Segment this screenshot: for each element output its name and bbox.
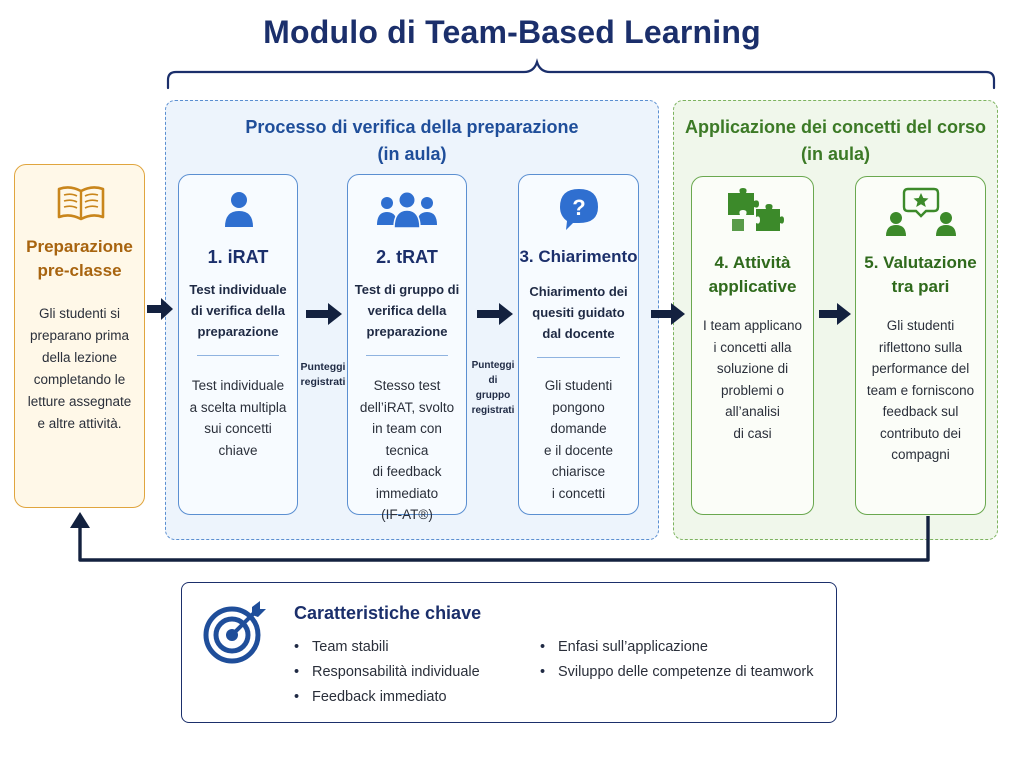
svg-text:?: ?: [572, 195, 585, 220]
step-irat-description: Test individuale a scelta multipla sui c…: [189, 378, 287, 458]
group-scores-recorded-label: Punteggi di gruppo registrati: [471, 360, 515, 416]
step-peer-evaluation-description: Gli studenti riflettono sulla performanc…: [866, 318, 975, 462]
readiness-region-title: Processo di verifica della preparazione …: [245, 117, 579, 164]
step-irat-subtitle: Test individuale di verifica della prepa…: [189, 282, 287, 339]
open-book-icon: [57, 186, 105, 221]
pre-class-card: Preparazione pre-classe Gli studenti si …: [14, 164, 145, 508]
list-item: Feedback immediato: [294, 685, 480, 710]
list-item: Sviluppo delle competenze di teamwork: [540, 660, 814, 685]
step-trat-description: Stesso test dell’iRAT, svolto in team co…: [359, 378, 455, 522]
step-clarification-subtitle: Chiarimento dei quesiti guidato dal doce…: [529, 284, 628, 341]
key-features-box: Caratteristiche chiave Team stabili Resp…: [181, 582, 837, 723]
key-features-list-right: Enfasi sull’applicazione Sviluppo delle …: [540, 635, 814, 685]
page-title: Modulo di Team-Based Learning: [263, 14, 761, 50]
step-peer-evaluation-card: 5. Valutazione tra pari Gli studenti rif…: [855, 176, 986, 515]
step-irat-card: 1. iRAT Test individuale di verifica del…: [178, 174, 298, 515]
step-clarification-card: ? 3. Chiarimento Chiarimento dei quesiti…: [518, 174, 639, 515]
arrow-trat-to-clarification: [477, 303, 513, 325]
arrow-preclass-to-irat: [147, 298, 173, 320]
top-bracket: [166, 58, 996, 90]
application-region-title: Applicazione dei concetti del corso (in …: [684, 117, 987, 164]
question-bubble-icon: ?: [560, 189, 598, 230]
key-features-list-left: Team stabili Responsabilità individuale …: [294, 635, 480, 710]
key-features-title: Caratteristiche chiave: [294, 603, 482, 623]
puzzle-icon: [728, 188, 784, 231]
list-item: Enfasi sull’applicazione: [540, 635, 814, 660]
step-application-title: 4. Attività applicative: [708, 253, 797, 296]
scores-recorded-label: Punteggi registrati: [300, 361, 346, 388]
step-irat-title: 1. iRAT: [207, 247, 269, 267]
step-trat-title: 2. tRAT: [376, 247, 438, 267]
step-peer-evaluation-title: 5. Valutazione tra pari: [864, 253, 977, 296]
group-icon: [377, 192, 437, 229]
feedback-loop-arrow: [70, 512, 930, 562]
target-icon: [203, 601, 266, 664]
step-clarification-description: Gli studenti pongono domande e il docent…: [543, 378, 614, 501]
arrow-application-to-peer-evaluation: [819, 303, 851, 325]
step-trat-card: 2. tRAT Test di gruppo di verifica della…: [347, 174, 467, 522]
pre-class-description: Gli studenti si preparano prima della le…: [27, 306, 132, 431]
divider: [197, 355, 279, 356]
step-trat-subtitle: Test di gruppo di verifica della prepara…: [354, 282, 460, 339]
pre-class-title: Preparazione pre-classe: [26, 237, 133, 280]
divider: [537, 357, 620, 358]
peer-feedback-icon: [886, 187, 956, 236]
person-icon: [225, 192, 253, 227]
list-item: Team stabili: [294, 635, 480, 660]
step-application-description: I team applicano i concetti alla soluzio…: [702, 318, 803, 441]
arrow-irat-to-trat: [306, 303, 342, 325]
list-item: Responsabilità individuale: [294, 660, 480, 685]
arrow-clarification-to-application: [651, 303, 685, 325]
step-clarification-title: 3. Chiarimento: [519, 247, 638, 266]
step-application-card: 4. Attività applicative I team applicano…: [691, 176, 814, 515]
divider: [366, 355, 448, 356]
